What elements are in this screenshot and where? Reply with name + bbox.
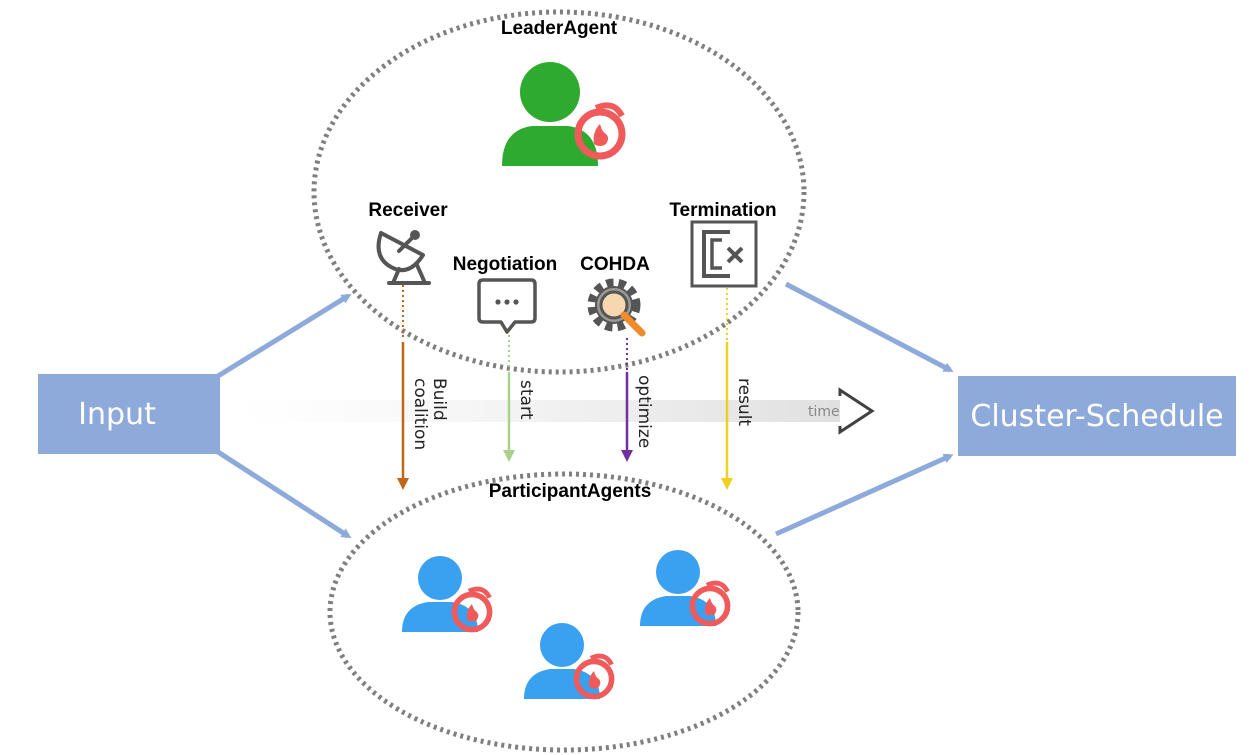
- gear-magnifier-icon: [587, 278, 646, 337]
- negotiation-label: Negotiation: [453, 254, 558, 275]
- leader-label: LeaderAgent: [501, 18, 618, 39]
- build-label: Build: [429, 378, 449, 421]
- cohda-label: COHDA: [580, 254, 650, 275]
- result-label: result: [734, 378, 754, 426]
- time-arrow: time: [240, 387, 875, 435]
- participants-to-schedule-arrow: [774, 453, 954, 537]
- cluster-schedule-label: Cluster-Schedule: [970, 399, 1223, 434]
- input-label: Input: [78, 397, 156, 432]
- leader-ellipse: [311, 9, 807, 375]
- cluster-schedule-box: Cluster-Schedule: [958, 376, 1236, 456]
- participant-agent-icon: [640, 550, 728, 626]
- coalition-label: coalition: [410, 378, 430, 450]
- flow-arrows: [216, 281, 954, 539]
- leader-agent-icon: [502, 62, 622, 166]
- participant-agent-icon: [524, 623, 612, 699]
- receiver-label: Receiver: [368, 200, 448, 221]
- optimize-label: optimize: [634, 375, 654, 448]
- speech-bubble-icon: [477, 278, 537, 334]
- input-to-leader-arrow: [216, 293, 352, 379]
- leader-to-schedule-arrow: [784, 281, 954, 373]
- input-to-participants-arrow: [216, 449, 352, 539]
- exit-box-icon: [690, 220, 758, 288]
- termination-label: Termination: [669, 200, 776, 221]
- input-box: Input: [38, 374, 220, 454]
- satellite-dish-icon: [376, 230, 431, 285]
- participant-agent-icon: [402, 556, 490, 632]
- participants-ellipse: [327, 471, 801, 753]
- participants-label: ParticipantAgents: [489, 481, 652, 502]
- time-label: time: [808, 404, 840, 420]
- start-label: start: [516, 380, 536, 420]
